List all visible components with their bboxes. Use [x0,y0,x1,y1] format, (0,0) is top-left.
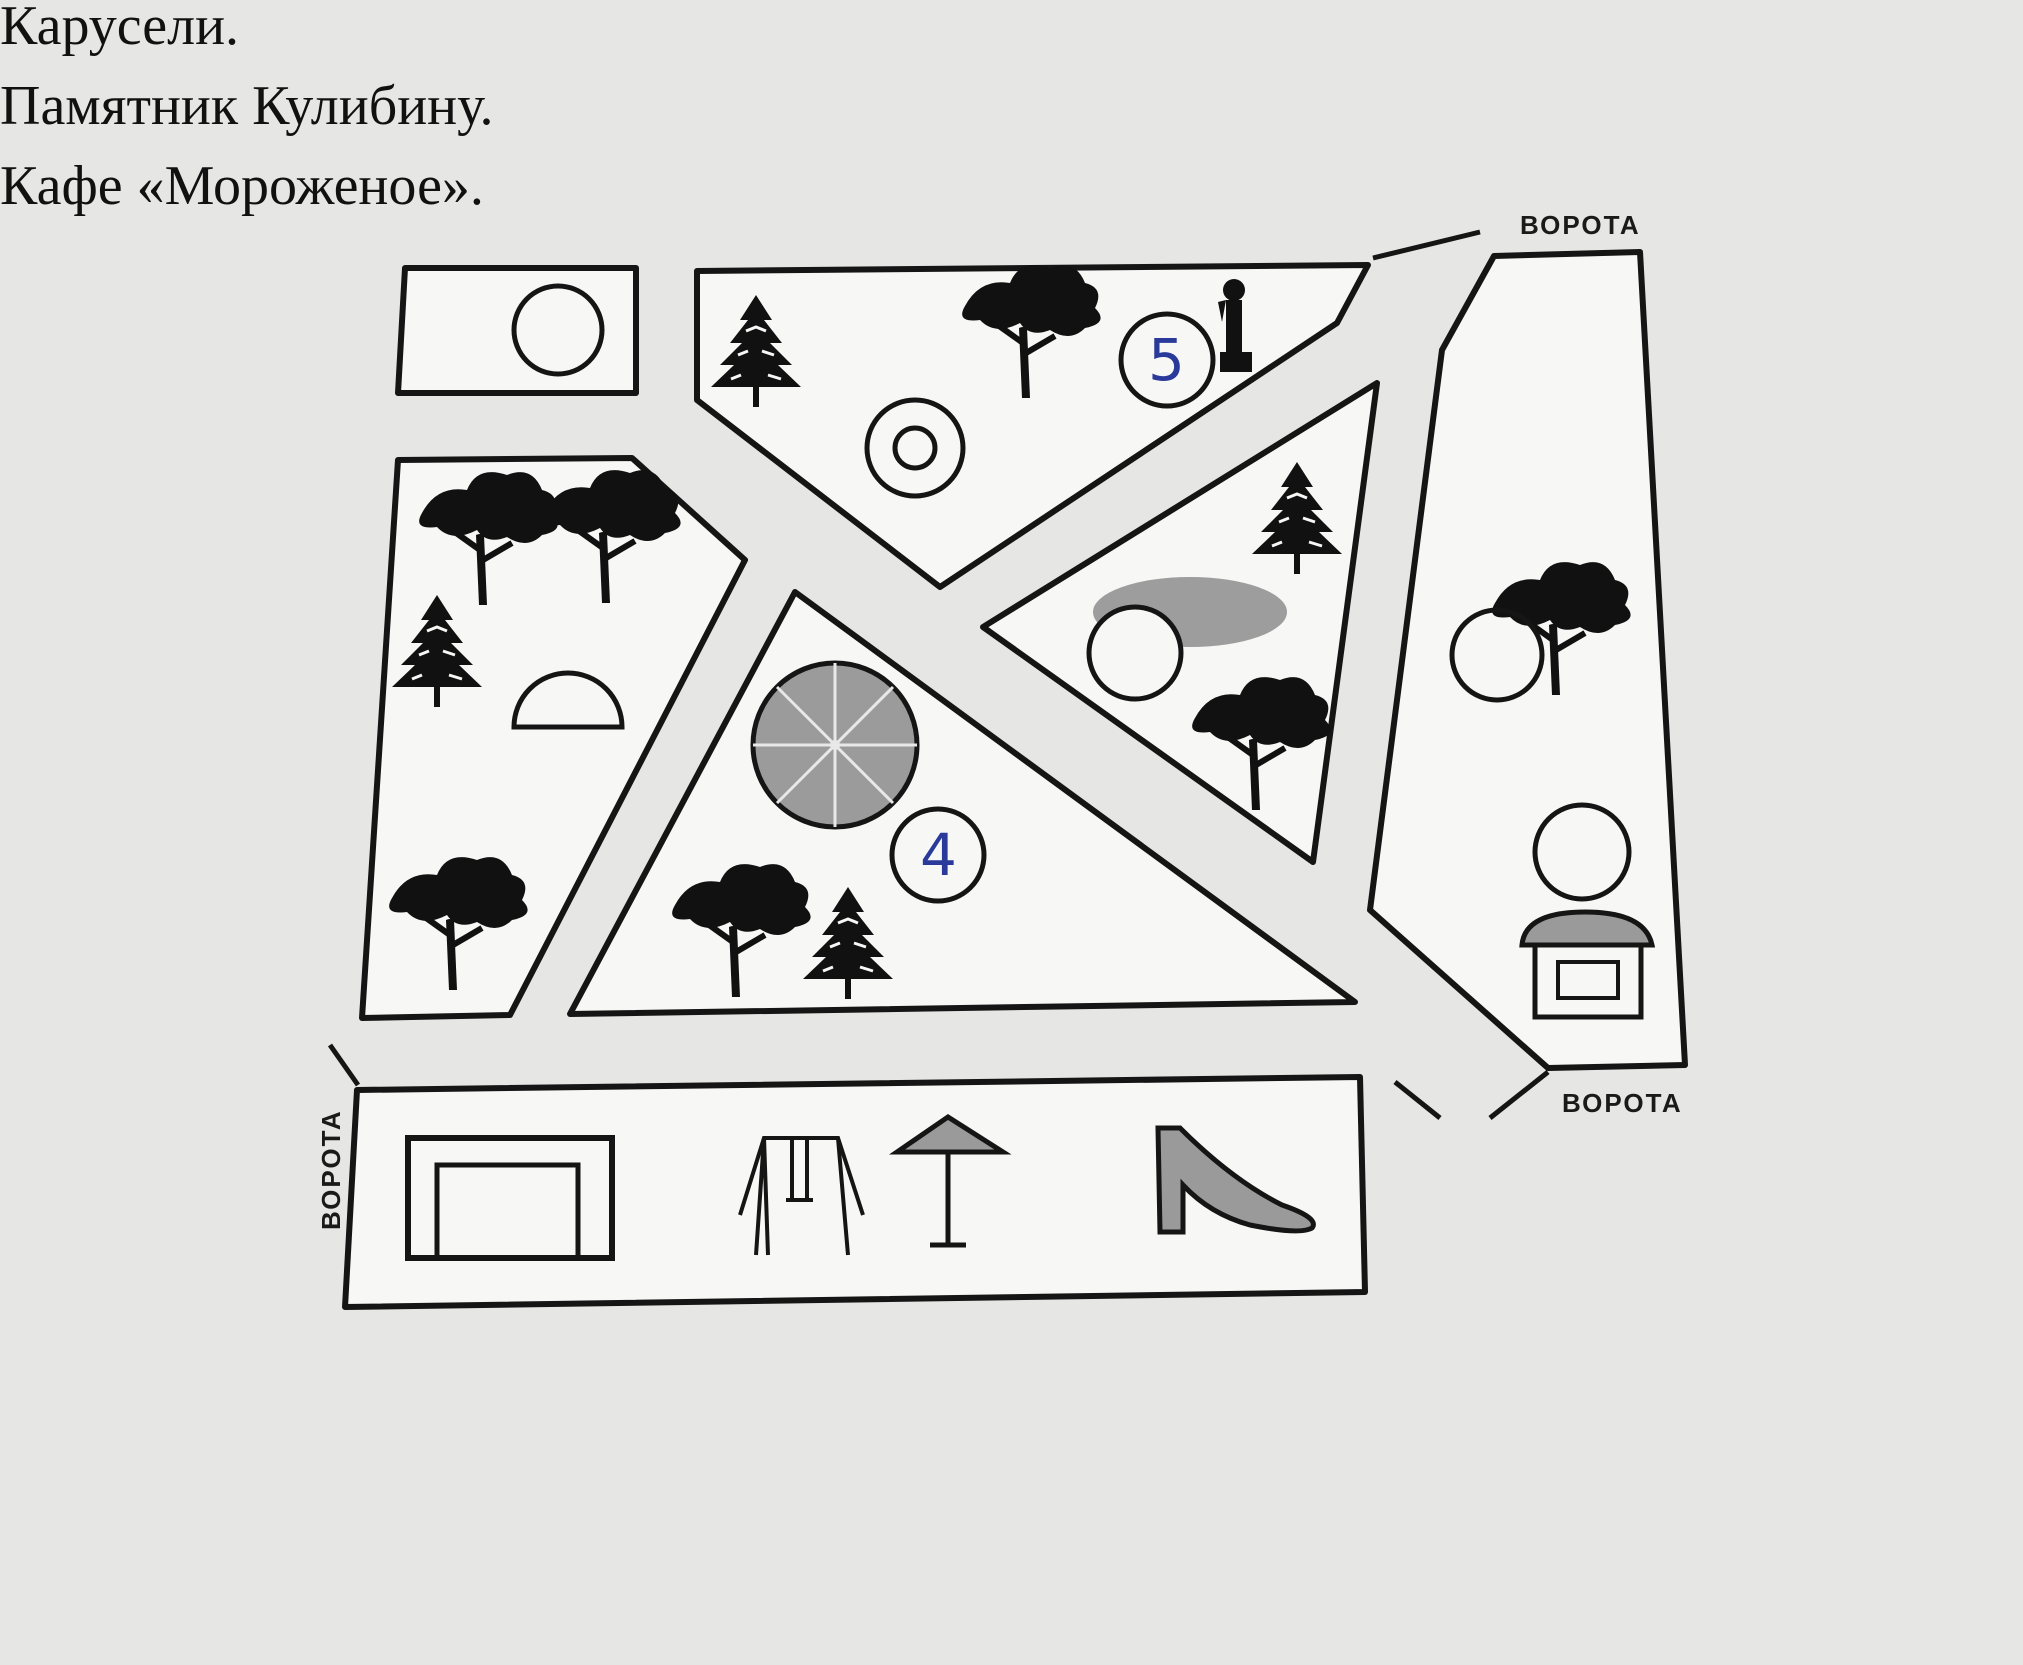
gate-line-bottom-a [1393,1080,1442,1120]
carousel-icon [750,660,920,830]
gate-line-left [327,1043,361,1087]
block-top-middle [694,262,1371,590]
gate-label-left: ВОРОТА [316,1109,346,1230]
handwritten-label-4: 4 [920,821,957,889]
label-circle-5 [1118,311,1216,409]
legend-item-carousel: Карусели. [0,0,240,57]
label-circle-4 [889,806,987,904]
monument-icon [1218,279,1252,372]
circle-icon [1086,604,1184,702]
umbrella-icon [888,1114,1012,1248]
kiosk-icon [1519,909,1656,1020]
gate-label-top-right: ВОРОТА [1520,210,1641,240]
legend-item-monument: Памятник Кулибину. [0,75,494,137]
football-goal-icon [405,1135,615,1261]
legend-list: Карусели. Памятник Кулибину. Кафе «Морож… [0,0,494,226]
swing-icon [738,1136,865,1256]
bullseye-icon [864,397,966,499]
legend-item-cafe: Кафе «Мороженое». [0,155,484,217]
slide-icon [1155,1125,1316,1235]
half-circle-icon [511,670,625,730]
block-right [1367,249,1688,1071]
gate-line-bottom-b [1488,1070,1550,1120]
gate-line-top [1372,229,1481,261]
circle-icon [1449,607,1545,703]
circle-icon [1532,802,1632,902]
block-top-left [395,265,639,396]
circle-icon [511,283,605,377]
gate-label-bottom-right: ВОРОТА [1562,1088,1683,1118]
handwritten-label-5: 5 [1148,326,1185,394]
